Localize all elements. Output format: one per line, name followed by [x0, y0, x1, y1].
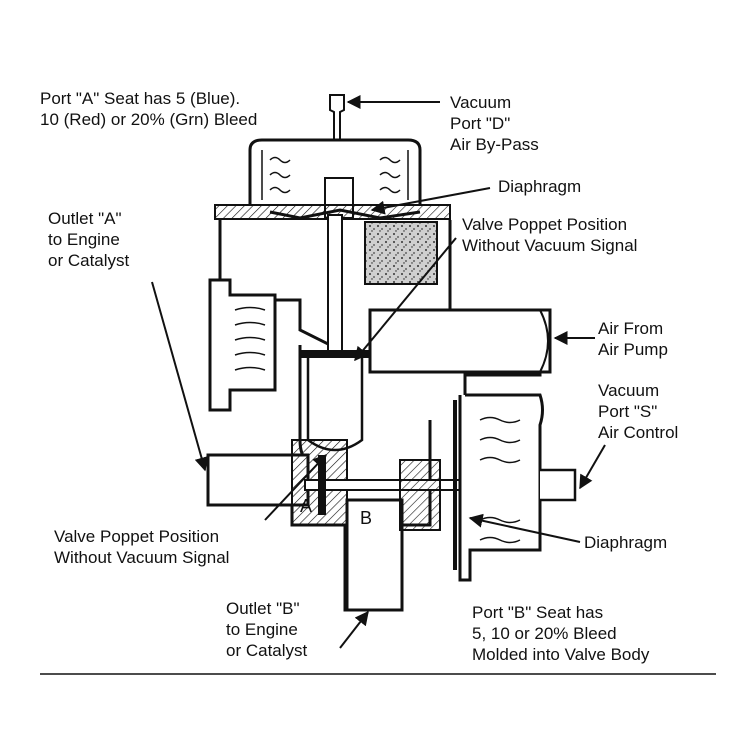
leader-poppet-top: [354, 237, 457, 362]
air-pump-inlet: [368, 308, 552, 374]
label-vacuum-port-d: Vacuum Port "D" Air By-Pass: [450, 93, 539, 154]
outlet-a-housing: [208, 278, 277, 412]
valve-stem: [327, 214, 343, 356]
label-poppet-top: Valve Poppet Position Without Vacuum Sig…: [462, 215, 638, 255]
label-outlet-a: Outlet "A" to Engine or Catalyst: [48, 209, 130, 270]
leader-diaphragm-top: [370, 187, 491, 215]
upper-diaphragm: [214, 204, 451, 220]
label-outlet-b: Outlet "B" to Engine or Catalyst: [226, 599, 308, 660]
label-port-a-seat: Port "A" Seat has 5 (Blue). 10 (Red) or …: [40, 89, 258, 129]
outlet-b-tube: [345, 459, 441, 612]
leader-outlet-a: [151, 281, 209, 472]
leader-poppet-bottom: [264, 453, 327, 521]
letter-a: A: [300, 496, 312, 516]
letter-b: B: [360, 508, 372, 528]
leader-outlet-b: [339, 610, 369, 649]
label-poppet-bottom: Valve Poppet Position Without Vacuum Sig…: [54, 527, 230, 567]
lower-diaphragm-housing: [453, 393, 577, 582]
label-port-b-seat: Port "B" Seat has 5, 10 or 20% Bleed Mol…: [472, 603, 650, 664]
upper-poppet: [300, 350, 370, 452]
leader-port-s: [579, 444, 606, 490]
label-diaphragm-top: Diaphragm: [498, 177, 582, 196]
label-air-from-pump: Air From Air Pump: [598, 319, 668, 359]
label-diaphragm-bottom: Diaphragm: [584, 533, 668, 552]
label-vacuum-port-s: Vacuum Port "S" Air Control: [598, 381, 679, 442]
leader-diaphragm-bottom: [468, 513, 581, 543]
